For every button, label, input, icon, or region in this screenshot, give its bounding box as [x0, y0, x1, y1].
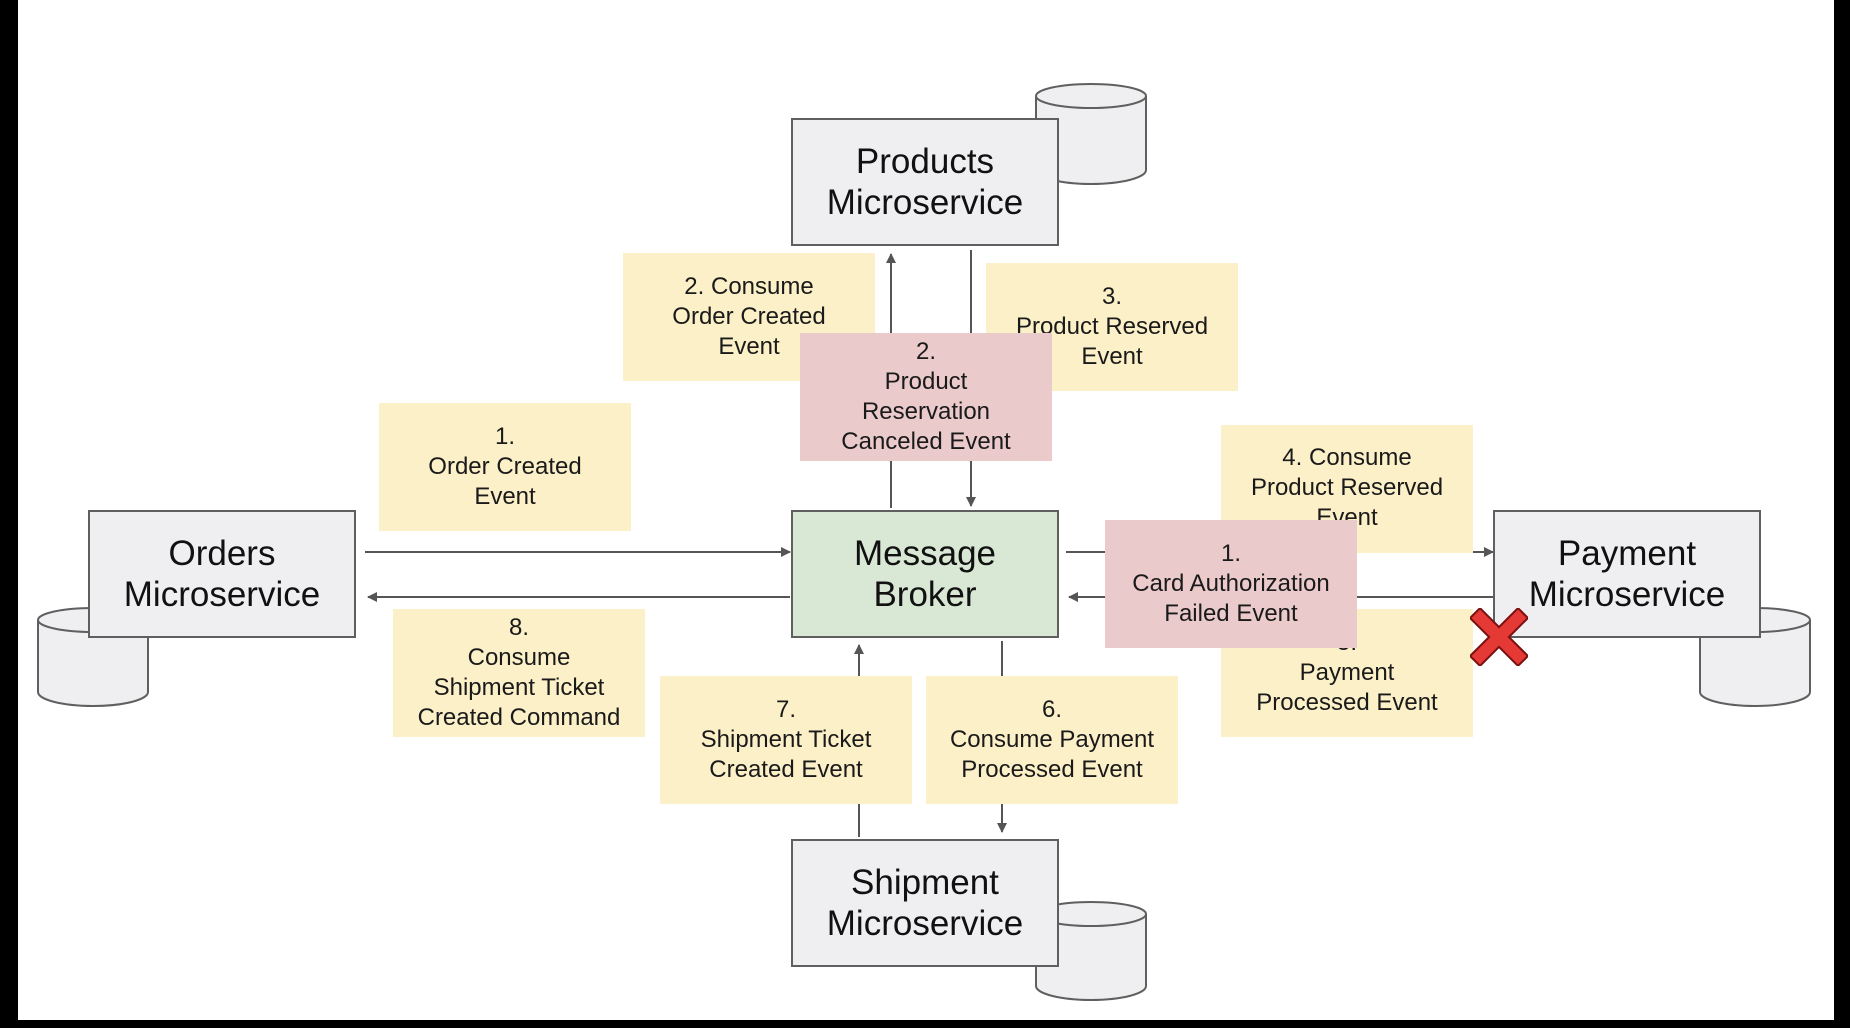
note-line: Consume Payment: [949, 726, 1155, 753]
note-line: Product: [884, 368, 968, 395]
note-line: 1.: [494, 423, 515, 450]
note-line: Card Authorization: [1132, 570, 1330, 597]
products-title-line2: Microservice: [826, 183, 1024, 222]
note-line: 1.: [1220, 540, 1241, 567]
shipment-title-line1: Shipment: [851, 863, 999, 902]
note-line: 2. Consume: [684, 273, 814, 300]
products-database-icon: [1035, 83, 1147, 185]
note-line: Shipment Ticket: [433, 674, 605, 701]
red-x-icon: [1470, 608, 1528, 666]
note-line: Event: [718, 333, 780, 360]
note-line: 8.: [508, 614, 529, 641]
note-line: Reservation: [861, 398, 991, 425]
orders-title-line1: Orders: [168, 534, 276, 573]
note-line: 6.: [1041, 696, 1062, 723]
note-line: Event: [474, 483, 536, 510]
shipment-title-line2: Microservice: [826, 904, 1024, 943]
payment-title-line1: Payment: [1557, 534, 1697, 573]
note-line: 4. Consume: [1282, 444, 1412, 471]
note-line: 7.: [775, 696, 796, 723]
note-line: Failed Event: [1164, 600, 1298, 627]
products-title-line1: Products: [855, 142, 995, 181]
orders-title-line2: Microservice: [123, 575, 321, 614]
note-line: Consume: [467, 644, 571, 671]
broker-title-line1: Message: [853, 534, 997, 573]
note-line: Product Reserved: [1250, 474, 1444, 501]
note-line: Shipment Ticket: [700, 726, 872, 753]
note-line: 3.: [1101, 283, 1122, 310]
note-line: Event: [1081, 343, 1143, 370]
note-line: Processed Event: [1256, 689, 1438, 716]
broker-title-line2: Broker: [873, 575, 977, 614]
note-line: Order Created: [428, 453, 582, 480]
note-line: Payment: [1299, 659, 1395, 686]
note-line: Canceled Event: [841, 428, 1011, 455]
note-line: Created Event: [709, 756, 863, 783]
note-line: Processed Event: [961, 756, 1143, 783]
note-line: Order Created: [672, 303, 826, 330]
payment-title-line2: Microservice: [1528, 575, 1726, 614]
shipment-database-icon: [1035, 901, 1147, 1001]
note-line: 2.: [915, 338, 936, 365]
note-line: Created Command: [417, 704, 621, 731]
